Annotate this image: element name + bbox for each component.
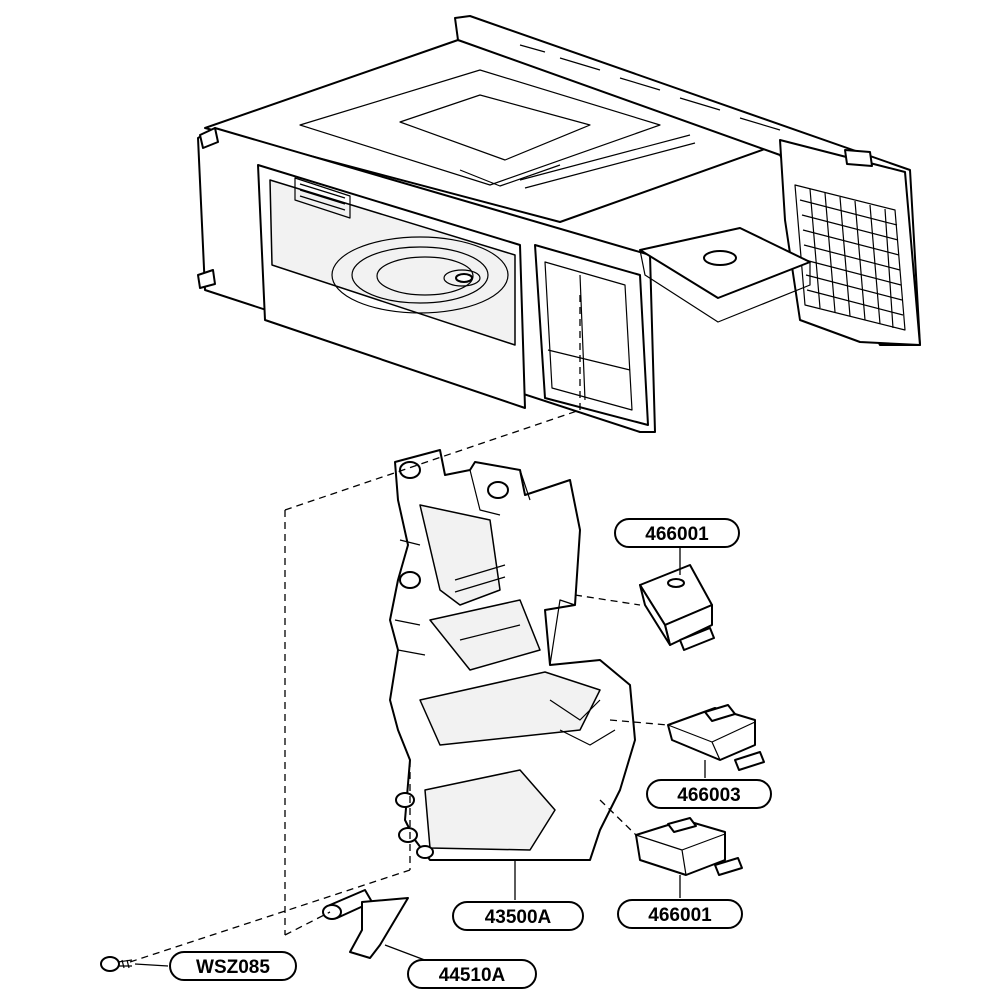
oven-cavity-assembly [197, 15, 921, 433]
micro-switch-466003 [667, 704, 765, 771]
micro-switch-466001-bottom [635, 817, 743, 876]
door-lever-44510a [322, 889, 409, 959]
callout-43500a: 43500A [452, 901, 584, 931]
callout-wsz085: WSZ085 [169, 951, 297, 981]
label-466001-top: 466001 [645, 524, 709, 545]
micro-switch-466001-top [639, 564, 715, 651]
label-wsz085: WSZ085 [196, 957, 270, 978]
label-43500a: 43500A [485, 907, 552, 928]
rear-vent-holes [294, 177, 351, 219]
label-44510a: 44510A [439, 965, 506, 986]
latch-board-43500a [389, 449, 636, 861]
screw-wsz085 [100, 956, 133, 972]
callout-466003: 466003 [646, 779, 772, 809]
turntable-rings [331, 236, 509, 314]
assembly-guide-lines [129, 290, 669, 963]
callout-466001-bottom: 466001 [617, 899, 743, 929]
callout-466001-top: 466001 [614, 518, 740, 548]
label-466001-bottom: 466001 [648, 905, 712, 926]
label-466003: 466003 [677, 785, 740, 806]
callout-44510a: 44510A [407, 959, 537, 989]
